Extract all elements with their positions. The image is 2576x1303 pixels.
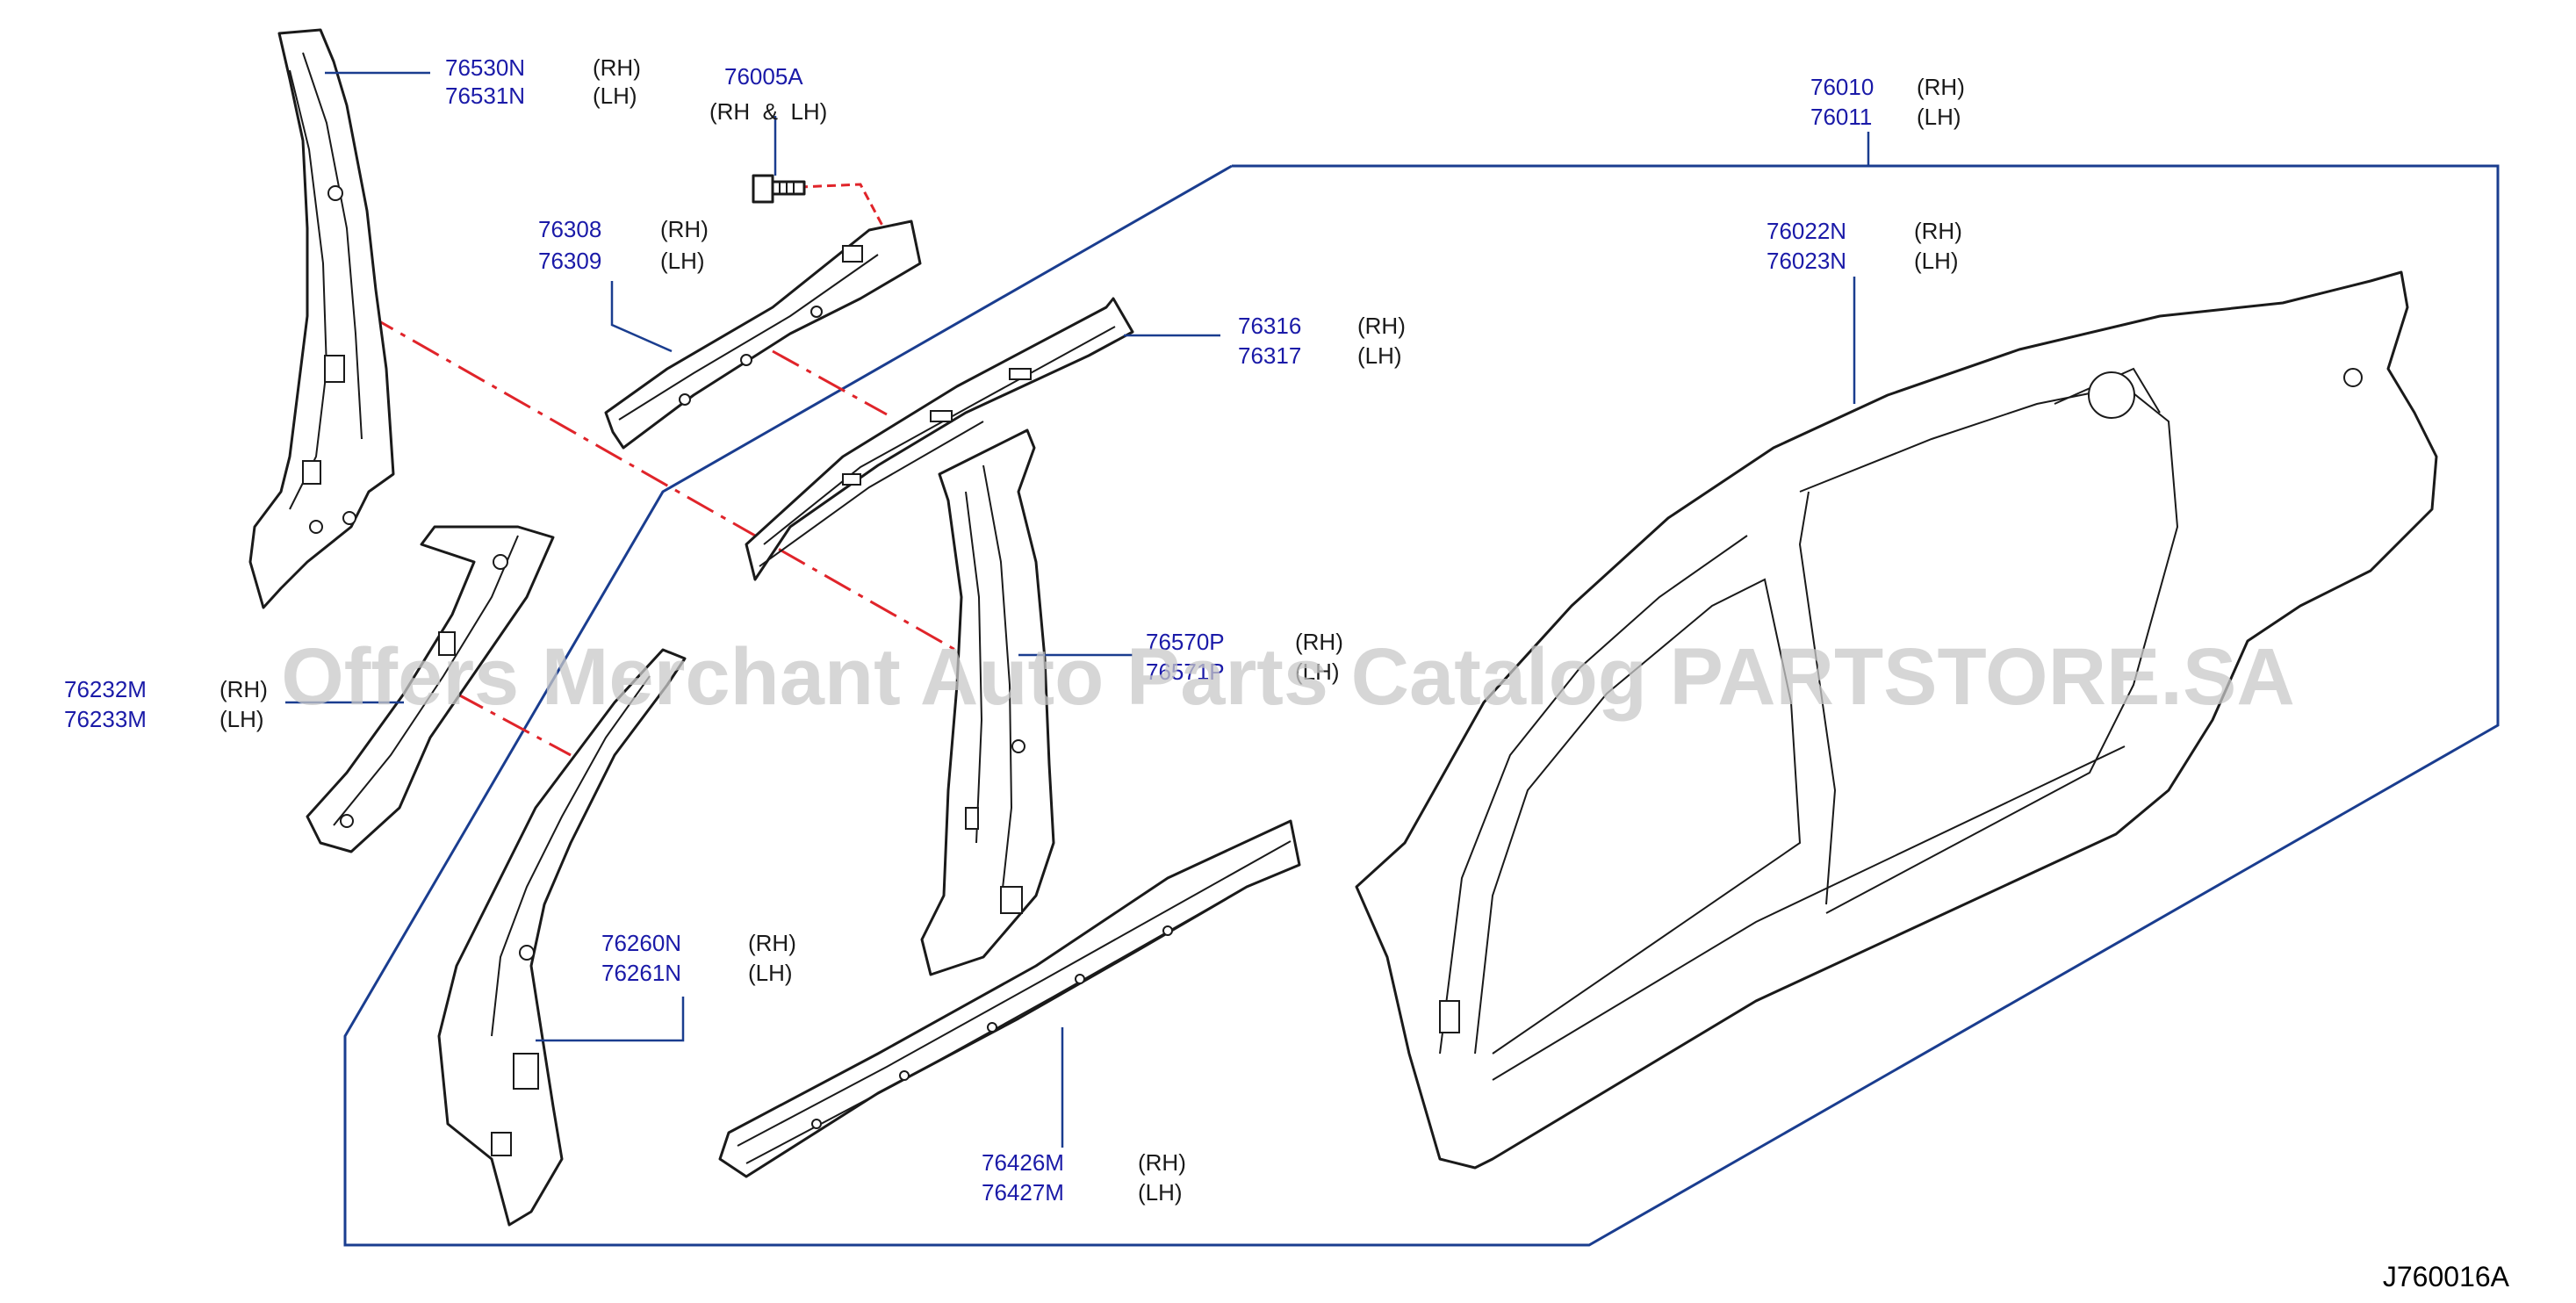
part-number[interactable]: 76317 — [1238, 342, 1301, 369]
assembly-frame — [343, 164, 2500, 1247]
roof-side-reinforcement-part[interactable] — [604, 220, 922, 450]
side-label: (LH) — [1357, 342, 1402, 369]
front-pillar-lower-part[interactable] — [437, 648, 687, 1227]
reference-line-lower — [456, 692, 572, 757]
part-number[interactable]: 76308 — [538, 216, 601, 242]
callout-76010[interactable]: 76010 (RH) 76011 (LH) — [1810, 74, 1965, 130]
leader-76260 — [536, 997, 685, 1042]
part-number[interactable]: 76316 — [1238, 313, 1301, 339]
part-number[interactable]: 76261N — [601, 960, 681, 986]
callout-76005[interactable]: 76005A (RH & LH) — [709, 63, 827, 125]
part-number[interactable]: 76531N — [445, 83, 525, 109]
side-label: (LH) — [1917, 104, 1961, 130]
callout-76530[interactable]: 76530N (RH) 76531N (LH) — [445, 54, 641, 109]
side-label: (LH) — [660, 248, 705, 274]
part-number[interactable]: 76426M — [982, 1149, 1064, 1176]
part-number[interactable]: 76570P — [1146, 629, 1225, 655]
reference-line-rail — [772, 349, 888, 416]
side-label: (RH) — [748, 930, 796, 956]
side-label: (RH) — [1917, 74, 1965, 100]
part-number[interactable]: 76010 — [1810, 74, 1874, 100]
center-pillar-part[interactable] — [920, 428, 1055, 976]
side-label: (RH) — [1138, 1149, 1186, 1176]
sill-outer-part[interactable] — [718, 819, 1301, 1178]
side-label: (RH) — [593, 54, 641, 81]
side-label: (LH) — [1914, 248, 1959, 274]
bolt-reference-line — [798, 183, 897, 251]
part-number[interactable]: 76571P — [1146, 659, 1225, 685]
roof-side-rail-part[interactable] — [745, 297, 1134, 581]
callout-76260[interactable]: 76260N (RH) 76261N (LH) — [601, 930, 796, 986]
part-number[interactable]: 76232M — [64, 676, 147, 702]
part-number[interactable]: 76022N — [1767, 218, 1846, 244]
leader-76308 — [610, 281, 673, 353]
callout-76232[interactable]: 76232M (RH) 76233M (LH) — [64, 676, 268, 732]
callout-76316[interactable]: 76316 (RH) 76317 (LH) — [1238, 313, 1406, 369]
side-label: (RH) — [1295, 629, 1343, 655]
side-label: (RH) — [1357, 313, 1406, 339]
reference-line-a-pillar — [366, 313, 956, 652]
side-label: (RH) — [1914, 218, 1962, 244]
callout-76570[interactable]: 76570P (RH) 76571P (LH) — [1146, 629, 1343, 685]
part-number[interactable]: 76260N — [601, 930, 681, 956]
part-number[interactable]: 76309 — [538, 248, 601, 274]
side-label: (RH) — [660, 216, 709, 242]
diagram-code: J760016A — [2383, 1261, 2510, 1292]
side-label: (LH) — [748, 960, 793, 986]
side-label: (LH) — [1295, 659, 1340, 685]
part-number[interactable]: 76233M — [64, 706, 147, 732]
part-number[interactable]: 76023N — [1767, 248, 1846, 274]
front-pillar-reinforcement-part[interactable] — [306, 525, 555, 853]
side-label: (LH) — [1138, 1179, 1183, 1206]
bolt-part[interactable] — [752, 174, 806, 204]
side-label: (RH & LH) — [709, 98, 827, 125]
front-pillar-upper-part[interactable] — [248, 28, 395, 609]
body-side-outer-part[interactable] — [1355, 270, 2438, 1170]
side-label: (RH) — [219, 676, 268, 702]
callout-76022[interactable]: 76022N (RH) 76023N (LH) — [1767, 218, 1962, 274]
side-label: (LH) — [219, 706, 264, 732]
part-number[interactable]: 76530N — [445, 54, 525, 81]
side-label: (LH) — [593, 83, 637, 109]
part-number[interactable]: 76005A — [724, 63, 803, 90]
callout-76308[interactable]: 76308 (RH) 76309 (LH) — [538, 216, 709, 274]
part-number[interactable]: 76011 — [1810, 104, 1872, 130]
part-number[interactable]: 76427M — [982, 1179, 1064, 1206]
callout-76426[interactable]: 76426M (RH) 76427M (LH) — [982, 1149, 1186, 1206]
watermark: Offers Merchant Auto Parts Catalog PARTS… — [281, 632, 2295, 722]
